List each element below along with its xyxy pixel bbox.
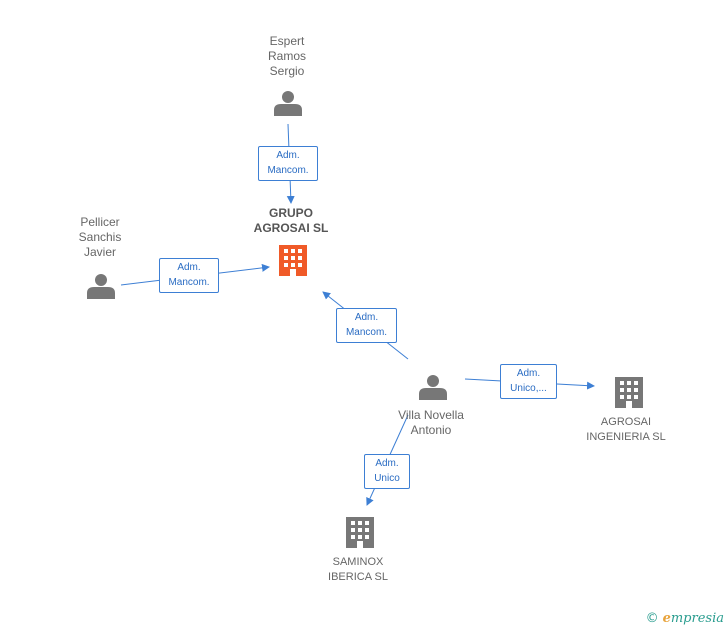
node-label-line: Ramos <box>267 49 307 63</box>
edge-label-line: Mancom. <box>267 165 309 176</box>
edge-label-villa-saminox[interactable]: Adm. Unico <box>364 454 410 489</box>
node-label-line: Antonio <box>410 423 452 437</box>
node-label-line: IBERICA SL <box>328 571 388 583</box>
person-icon[interactable] <box>419 375 447 400</box>
node-label-line: Espert <box>269 34 305 48</box>
edge-label-line: Adm. <box>375 458 399 469</box>
edge-label-villa-grupo[interactable]: Adm. Mancom. <box>336 308 397 343</box>
node-label-line: Pellicer <box>80 215 120 229</box>
edge-label-pellicer-grupo[interactable]: Adm. Mancom. <box>159 258 219 293</box>
node-label-pellicer[interactable]: Pellicer Sanchis Javier <box>79 215 122 260</box>
node-label-line: Villa Novella <box>398 408 464 422</box>
edge-label-line: Adm. <box>516 368 541 379</box>
edge-label-line: Unico <box>374 473 400 484</box>
node-label-espert[interactable]: Espert Ramos Sergio <box>268 34 306 79</box>
node-label-villa[interactable]: Villa Novella Antonio <box>398 408 464 438</box>
node-label-line: Sanchis <box>78 230 122 244</box>
brand-name: mpresia <box>670 611 724 626</box>
node-label-agrosai-ingenieria[interactable]: AGROSAI INGENIERIA SL <box>586 415 665 445</box>
node-label-line: GRUPO <box>268 206 314 220</box>
node-label-line: Javier <box>83 245 117 259</box>
copyright-icon: © <box>645 611 659 626</box>
brand-logo: ©empresia <box>646 611 724 626</box>
edge-label-line: Mancom. <box>168 277 210 288</box>
edge-label-espert-grupo[interactable]: Adm. Mancom. <box>258 146 318 181</box>
brand-initial: e <box>662 611 671 626</box>
building-icon[interactable] <box>615 377 643 408</box>
node-label-line: AGROSAI <box>600 416 652 428</box>
node-label-line: INGENIERIA SL <box>586 431 666 443</box>
edge-label-line: Unico,... <box>510 383 547 394</box>
person-icon[interactable] <box>87 274 115 299</box>
node-label-saminox[interactable]: SAMINOX IBERICA SL <box>328 555 388 585</box>
edge-label-line: Adm. <box>276 150 300 161</box>
node-label-line: Sergio <box>269 64 305 78</box>
building-icon[interactable] <box>346 517 374 548</box>
person-icon[interactable] <box>274 91 302 116</box>
building-icon-main[interactable] <box>279 245 307 276</box>
edge-label-line: Adm. <box>177 262 201 273</box>
node-label-line: AGROSAI SL <box>253 221 329 235</box>
node-label-grupo[interactable]: GRUPO AGROSAI SL <box>254 206 329 236</box>
edge-label-line: Mancom. <box>345 327 388 338</box>
edge-label-line: Adm. <box>354 312 379 323</box>
node-label-line: SAMINOX <box>332 556 384 568</box>
edge-label-villa-agrosai[interactable]: Adm. Unico,... <box>500 364 557 399</box>
